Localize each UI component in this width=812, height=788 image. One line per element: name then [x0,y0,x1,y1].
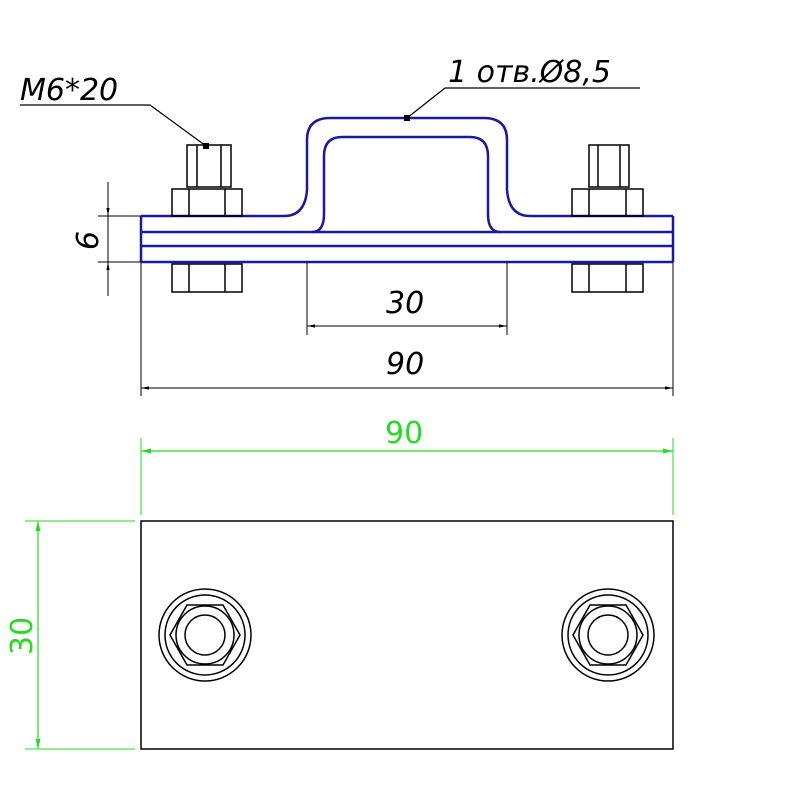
plan-plate [140,520,674,750]
right-nut-top [561,588,655,682]
total-width-dimension-bottom: 90 [140,416,674,515]
inner-width-dimension: 30 [306,262,508,335]
total-width-dimension-top: 90 [140,262,674,396]
left-nut-top [158,588,252,682]
plan-view: 90 30 [5,416,674,750]
bolt-callout: M6*20 [20,73,209,149]
u-strap [283,116,531,234]
right-bolt [571,144,644,293]
hole-label: 1 отв.Ø8,5 [448,55,611,90]
bolt-label: M6*20 [20,73,118,108]
front-view: M6*20 1 отв.Ø8,5 6 30 [20,55,675,396]
thickness-label: 6 [71,231,106,250]
thickness-dimension: 6 [71,182,141,296]
total-width-bottom-label: 90 [385,416,423,451]
height-dimension-bottom: 30 [5,520,135,750]
base-plate [139,214,675,264]
inner-width-label: 30 [386,286,424,321]
left-bolt [171,144,243,293]
hole-callout: 1 отв.Ø8,5 [404,55,640,121]
height-bottom-label: 30 [5,617,40,655]
total-width-top-label: 90 [386,347,424,382]
